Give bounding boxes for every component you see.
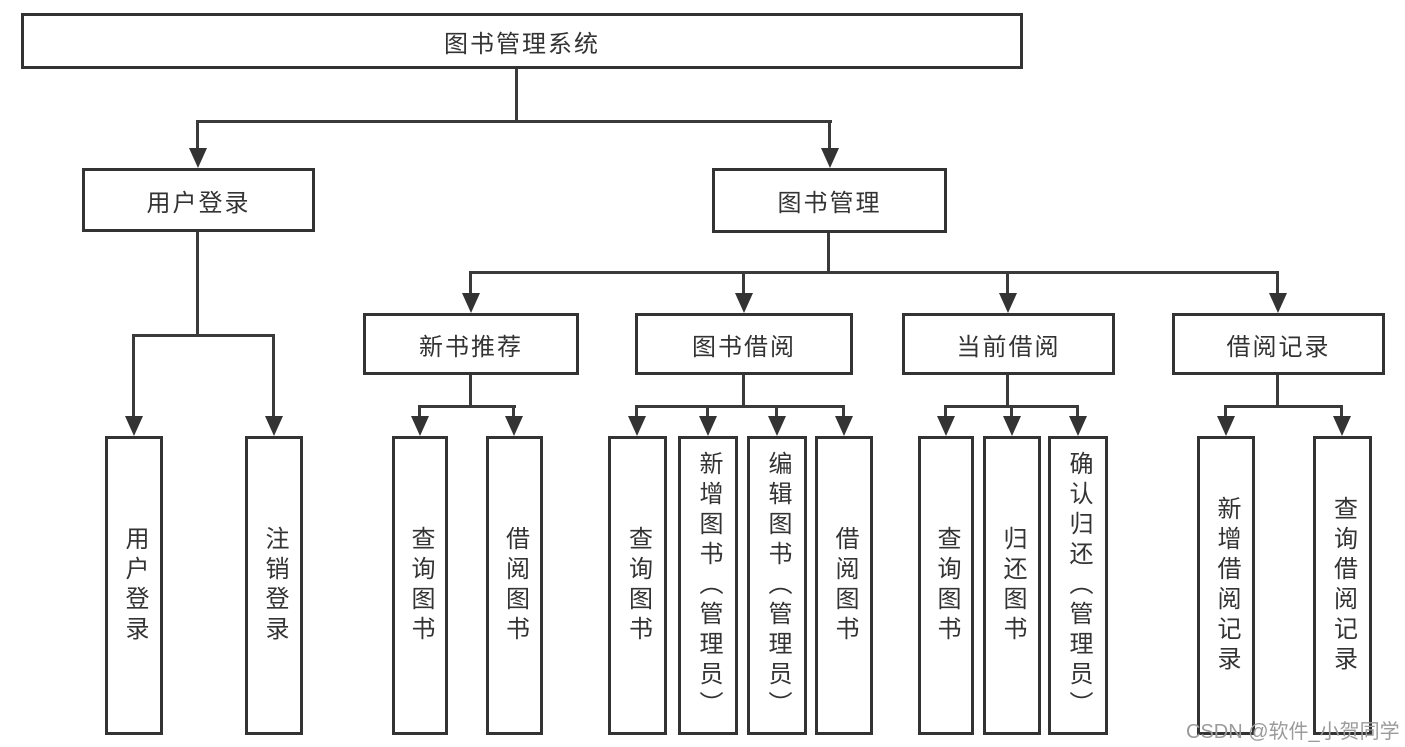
arrow-down-icon — [999, 293, 1017, 313]
leaf-borrow-books-recommend-label: 借阅图书 — [501, 525, 529, 646]
leaf-borrow-books: 借阅图书 — [815, 436, 873, 735]
node-book-management-label: 图书管理 — [777, 190, 882, 217]
leaf-query-books-recommend: 查询图书 — [392, 436, 448, 735]
connector-line — [827, 233, 830, 273]
csdn-watermark: CSDN @软件_小贺同学 — [1186, 721, 1400, 743]
node-new-book-recommend: 新书推荐 — [363, 313, 579, 375]
connector-line — [469, 271, 472, 297]
node-user-login-label: 用户登录 — [146, 189, 251, 217]
leaf-query-borrow-record: 查询借阅记录 — [1313, 436, 1372, 735]
arrow-down-icon — [1003, 416, 1021, 436]
leaf-return-books: 归还图书 — [983, 436, 1041, 735]
connector-line — [1224, 405, 1343, 408]
leaf-borrow-books-recommend: 借阅图书 — [486, 436, 543, 735]
node-current-borrow-label: 当前借阅 — [956, 333, 1061, 361]
leaf-query-books-current: 查询图书 — [918, 436, 974, 735]
leaf-query-books-borrow-label: 查询图书 — [624, 525, 652, 646]
node-user-login: 用户登录 — [82, 168, 315, 232]
arrow-down-icon — [937, 416, 955, 436]
node-borrow-records: 借阅记录 — [1172, 313, 1385, 375]
connector-line — [418, 405, 421, 420]
leaf-edit-books-admin: 编辑图书（管理员） — [747, 436, 807, 735]
connector-line — [469, 271, 1279, 274]
connector-line — [196, 120, 199, 152]
connector-line — [1006, 375, 1009, 408]
node-book-borrow: 图书借阅 — [635, 313, 853, 375]
leaf-borrow-books-label: 借阅图书 — [831, 525, 858, 646]
connector-line — [196, 120, 832, 123]
leaf-logout: 注销登录 — [245, 436, 303, 735]
arrow-down-icon — [735, 293, 753, 313]
arrow-down-icon — [1333, 416, 1351, 436]
arrow-down-icon — [265, 416, 283, 436]
node-book-borrow-label: 图书借阅 — [692, 333, 796, 361]
leaf-add-books-admin-label: 新增图书（管理员） — [695, 450, 722, 721]
arrow-down-icon — [821, 148, 839, 168]
connector-line — [512, 405, 515, 420]
connector-line — [1076, 405, 1079, 420]
connector-line — [418, 405, 516, 408]
arrow-down-icon — [411, 416, 429, 436]
connector-line — [635, 405, 845, 408]
leaf-query-borrow-record-label: 查询借阅记录 — [1329, 495, 1357, 676]
connector-line — [515, 69, 518, 122]
node-current-borrow: 当前借阅 — [902, 313, 1115, 375]
connector-line — [842, 405, 845, 420]
leaf-query-books-current-label: 查询图书 — [933, 525, 960, 646]
leaf-query-books-recommend-label: 查询图书 — [407, 525, 434, 646]
node-root-label: 图书管理系统 — [444, 30, 600, 58]
arrow-down-icon — [505, 416, 523, 436]
leaf-confirm-return-admin-label: 确认归还（管理员） — [1065, 450, 1092, 721]
connector-line — [132, 334, 275, 337]
arrow-down-icon — [628, 416, 646, 436]
connector-line — [272, 334, 275, 420]
leaf-edit-books-admin-label: 编辑图书（管理员） — [764, 450, 791, 721]
node-book-management: 图书管理 — [712, 168, 947, 233]
arrow-down-icon — [768, 416, 786, 436]
node-borrow-records-label: 借阅记录 — [1226, 333, 1331, 361]
leaf-query-books-borrow: 查询图书 — [608, 436, 667, 735]
leaf-user-login: 用户登录 — [105, 436, 163, 735]
node-new-book-recommend-label: 新书推荐 — [419, 333, 523, 361]
arrow-down-icon — [1217, 416, 1235, 436]
connector-line — [706, 405, 709, 420]
leaf-user-login-label: 用户登录 — [121, 525, 148, 646]
leaf-add-borrow-record-label: 新增借阅记录 — [1213, 495, 1240, 676]
connector-line — [944, 405, 947, 420]
arrow-down-icon — [699, 416, 717, 436]
connector-line — [828, 120, 831, 152]
connector-line — [635, 405, 638, 420]
connector-line — [1340, 405, 1343, 420]
arrow-down-icon — [189, 148, 207, 168]
connector-line — [469, 375, 472, 408]
connector-line — [1276, 271, 1279, 297]
leaf-logout-label: 注销登录 — [261, 525, 288, 646]
connector-line — [742, 271, 745, 297]
node-root: 图书管理系统 — [21, 13, 1023, 69]
connector-line — [1276, 375, 1279, 408]
connector-line — [742, 375, 745, 408]
connector-line — [132, 334, 135, 420]
arrow-down-icon — [835, 416, 853, 436]
connector-line — [775, 405, 778, 420]
arrow-down-icon — [462, 293, 480, 313]
connector-line — [1006, 271, 1009, 297]
connector-line — [1010, 405, 1013, 420]
connector-line — [1224, 405, 1227, 420]
arrow-down-icon — [1069, 416, 1087, 436]
leaf-add-borrow-record: 新增借阅记录 — [1197, 436, 1255, 735]
leaf-return-books-label: 归还图书 — [999, 525, 1026, 646]
arrow-down-icon — [125, 416, 143, 436]
leaf-confirm-return-admin: 确认归还（管理员） — [1048, 436, 1108, 735]
connector-line — [196, 232, 199, 336]
arrow-down-icon — [1269, 293, 1287, 313]
leaf-add-books-admin: 新增图书（管理员） — [678, 436, 738, 735]
